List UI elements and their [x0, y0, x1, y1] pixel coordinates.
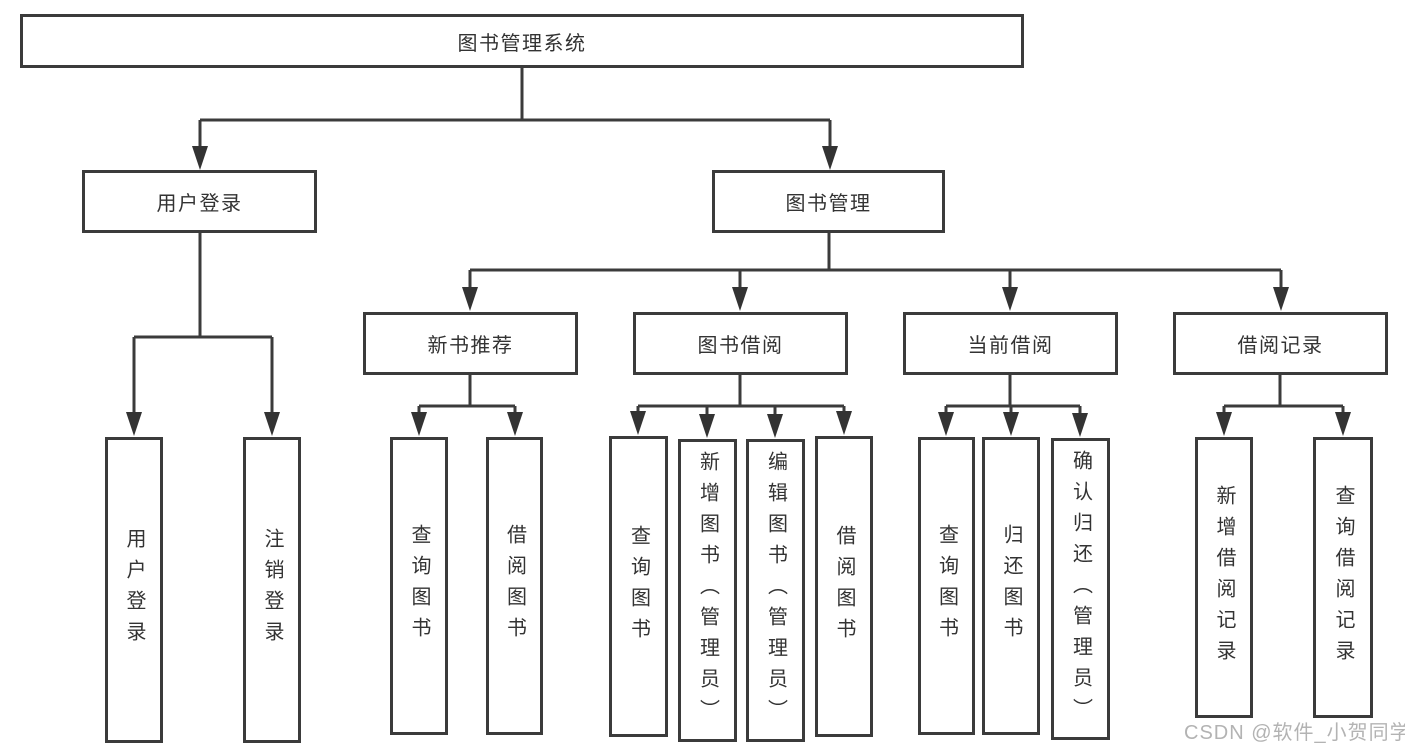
leaf-borrow-books-recommend: 借阅图书 — [486, 437, 543, 735]
leaf-query-borrow-record: 查询借阅记录 — [1313, 437, 1373, 718]
node-book-management: 图书管理 — [712, 170, 945, 233]
node-label: 图书借阅 — [697, 335, 784, 357]
leaf-return-book: 归还图书 — [982, 437, 1040, 735]
node-book-borrowing: 图书借阅 — [633, 312, 848, 375]
leaf-label: 借阅图书 — [503, 524, 526, 648]
leaf-query-books-recommend: 查询图书 — [390, 437, 448, 735]
node-borrowing-records: 借阅记录 — [1173, 312, 1388, 375]
node-current-borrowing: 当前借阅 — [903, 312, 1118, 375]
leaf-logout: 注销登录 — [243, 437, 301, 743]
leaf-label: 新增借阅记录 — [1213, 484, 1235, 671]
leaf-query-books-borrowing: 查询图书 — [609, 436, 668, 737]
leaf-user-login: 用户登录 — [105, 437, 163, 743]
leaf-add-borrow-record: 新增借阅记录 — [1195, 437, 1253, 718]
node-label: 新书推荐 — [427, 335, 514, 357]
leaf-label: 借阅图书 — [833, 524, 855, 649]
leaf-label: 归还图书 — [1000, 524, 1022, 648]
node-new-book-recommend: 新书推荐 — [363, 312, 578, 375]
node-label: 用户登录 — [156, 193, 243, 215]
leaf-label: 新增图书（管理员） — [696, 451, 719, 730]
leaf-label: 查询图书 — [408, 524, 430, 648]
node-label: 图书管理 — [785, 193, 872, 215]
node-label: 当前借阅 — [967, 335, 1054, 357]
leaf-label: 查询借阅记录 — [1332, 484, 1354, 671]
leaf-label: 查询图书 — [627, 524, 650, 649]
node-label: 图书管理系统 — [457, 32, 587, 55]
node-label: 借阅记录 — [1237, 335, 1324, 357]
leaf-query-books-current: 查询图书 — [918, 437, 975, 735]
leaf-label: 查询图书 — [935, 524, 958, 648]
leaf-label: 注销登录 — [261, 528, 283, 652]
csdn-watermark: CSDN @软件_小贺同学 — [1184, 722, 1405, 744]
leaf-confirm-return-admin: 确认归还（管理员） — [1051, 438, 1110, 740]
leaf-label: 用户登录 — [123, 528, 145, 652]
leaf-edit-book-admin: 编辑图书（管理员） — [746, 439, 805, 742]
node-user-login: 用户登录 — [82, 170, 317, 233]
leaf-borrow-books-borrowing: 借阅图书 — [815, 436, 873, 737]
leaf-label: 确认归还（管理员） — [1069, 449, 1092, 729]
node-root-library-system: 图书管理系统 — [20, 14, 1024, 68]
leaf-add-book-admin: 新增图书（管理员） — [678, 439, 737, 742]
leaf-label: 编辑图书（管理员） — [764, 451, 787, 730]
